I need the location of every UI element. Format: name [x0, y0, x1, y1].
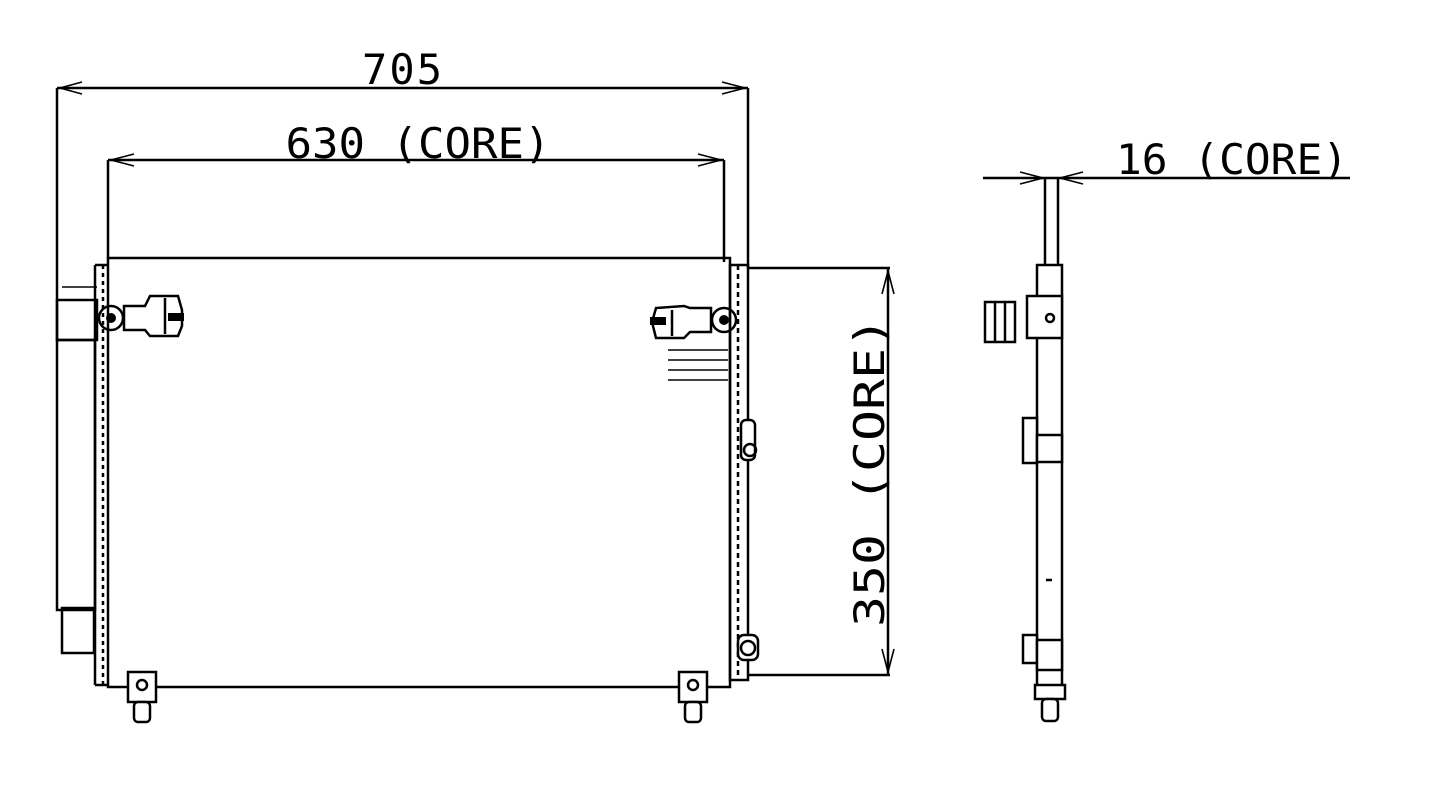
left-bracket-block	[55, 298, 99, 342]
overall-width-dimension: 705	[55, 45, 750, 340]
core-height-dimension: 350 (CORE)	[748, 266, 895, 677]
left-pipe-fitting	[97, 294, 184, 338]
core	[106, 256, 732, 689]
side-view: 16 (CORE)	[983, 135, 1350, 723]
bottom-mount-left	[126, 670, 158, 724]
core-width-label: 630 (CORE)	[286, 119, 551, 168]
core-depth-label: 16 (CORE)	[1116, 135, 1348, 184]
front-view	[55, 256, 760, 724]
overall-width-label: 705	[362, 45, 442, 94]
right-pipe-fitting	[650, 304, 738, 381]
bottom-mount-right	[677, 670, 709, 724]
core-width-dimension: 630 (CORE)	[106, 119, 726, 262]
core-height-label: 350 (CORE)	[845, 317, 894, 627]
